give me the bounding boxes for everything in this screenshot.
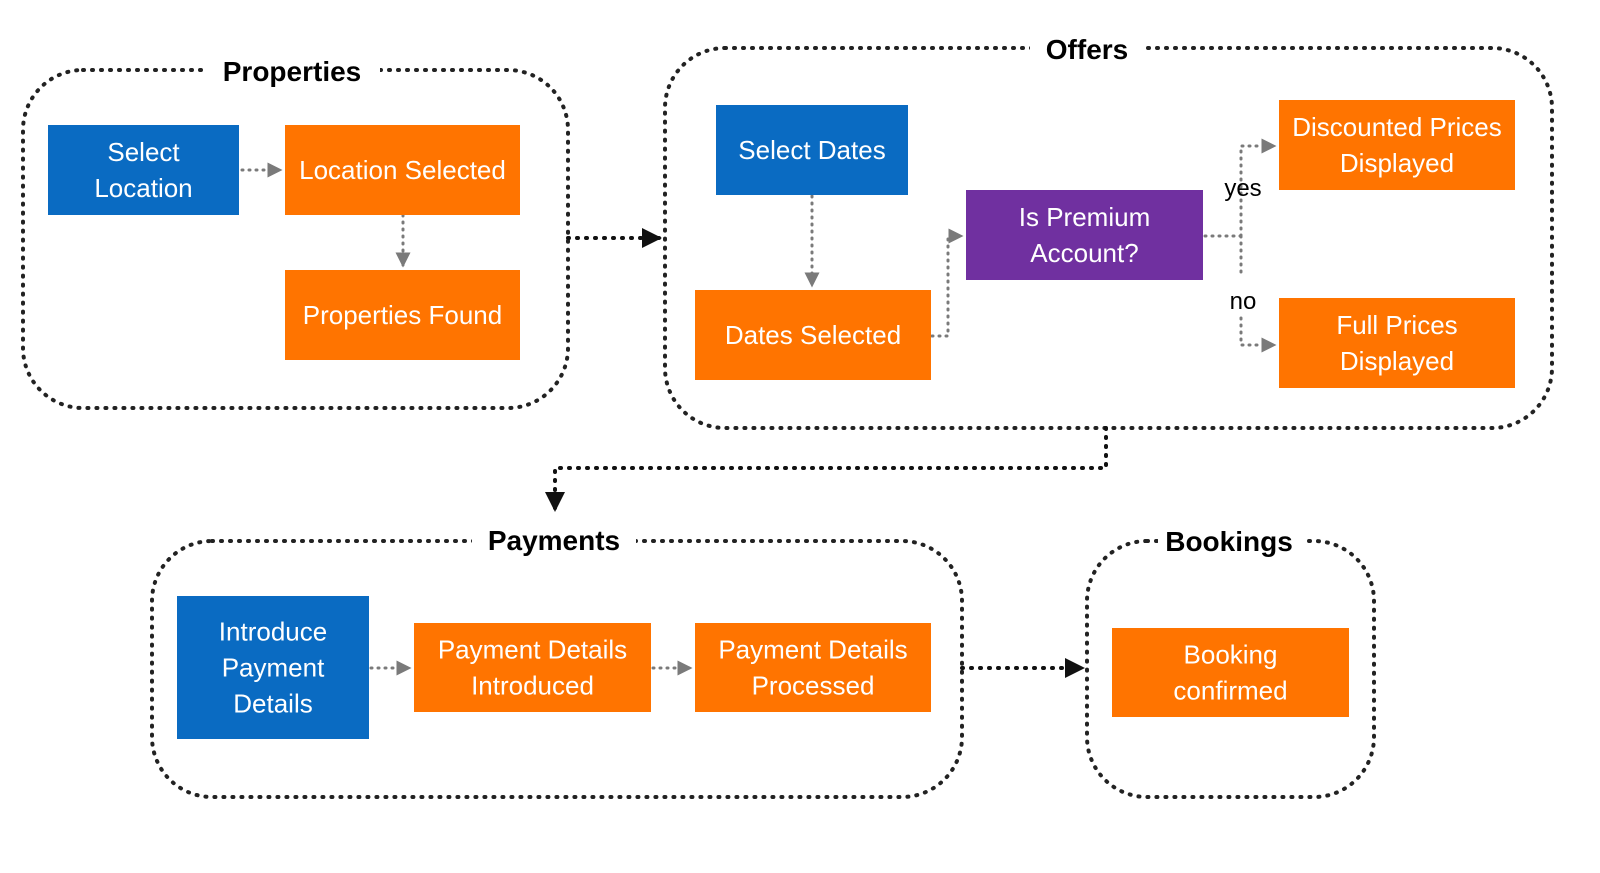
node-box	[1279, 100, 1515, 190]
node-label-line: Discounted Prices	[1292, 112, 1502, 142]
group-title-properties: Properties	[223, 56, 362, 87]
node-label-line: Select Dates	[738, 135, 885, 165]
node-box	[414, 623, 651, 712]
flow-offers-to-payments	[545, 426, 1108, 512]
node-label-line: Displayed	[1340, 346, 1454, 376]
group-payments: Payments	[150, 522, 964, 799]
node-box	[1279, 298, 1515, 388]
node-label-line: Introduce	[219, 617, 327, 647]
node-label-line: Account?	[1030, 238, 1138, 268]
node-label-line: Full Prices	[1336, 310, 1457, 340]
node-label-line: Properties Found	[303, 300, 502, 330]
node-label-line: Displayed	[1340, 148, 1454, 178]
node-box	[285, 125, 520, 215]
node-label-line: Select	[107, 137, 180, 167]
node-select-dates: Select Dates	[716, 105, 908, 195]
node-label-line: Location	[94, 173, 192, 203]
group-flows	[545, 228, 1108, 678]
node-label-line: Is Premium	[1019, 202, 1150, 232]
arrow-no-to-full-prices	[1239, 316, 1277, 353]
connectors	[240, 138, 1277, 676]
node-booking-confirmed: Booking confirmed	[1112, 628, 1349, 717]
node-box	[695, 290, 931, 380]
node-label-line: Dates Selected	[725, 320, 901, 350]
node-location-selected: Location Selected	[285, 125, 520, 215]
edge-label-no: no	[1230, 288, 1257, 315]
node-label-line: Payment	[222, 653, 325, 683]
node-label-line: Processed	[752, 671, 875, 701]
group-offers: Offers	[663, 30, 1554, 430]
node-label-line: Details	[233, 689, 312, 719]
node-box	[177, 596, 369, 739]
group-title-bookings: Bookings	[1165, 526, 1293, 557]
node-label-line: Location Selected	[299, 155, 506, 185]
node-label-line: Payment Details	[718, 635, 907, 665]
node-box	[716, 105, 908, 195]
node-label-line: Booking	[1184, 640, 1278, 670]
node-box	[48, 125, 239, 215]
node-label-line: Payment Details	[438, 635, 627, 665]
node-label-line: Introduced	[471, 671, 594, 701]
group-bookings: Bookings	[1085, 522, 1376, 799]
node-label-line: confirmed	[1173, 676, 1287, 706]
edge-label-yes: yes	[1224, 175, 1261, 202]
arrow-yes-to-discounted-prices	[1239, 138, 1277, 238]
arrow-dates-selected-to-is-premium	[930, 228, 964, 338]
group-frame-offers	[663, 46, 1554, 430]
node-box	[695, 623, 931, 712]
group-properties: Properties	[21, 52, 570, 410]
node-dates-selected: Dates Selected	[695, 290, 931, 380]
group-title-offers: Offers	[1046, 34, 1128, 65]
node-box	[1112, 628, 1349, 717]
node-box	[966, 190, 1203, 280]
node-properties-found: Properties Found	[285, 270, 520, 360]
group-title-payments: Payments	[488, 525, 620, 556]
node-box	[285, 270, 520, 360]
